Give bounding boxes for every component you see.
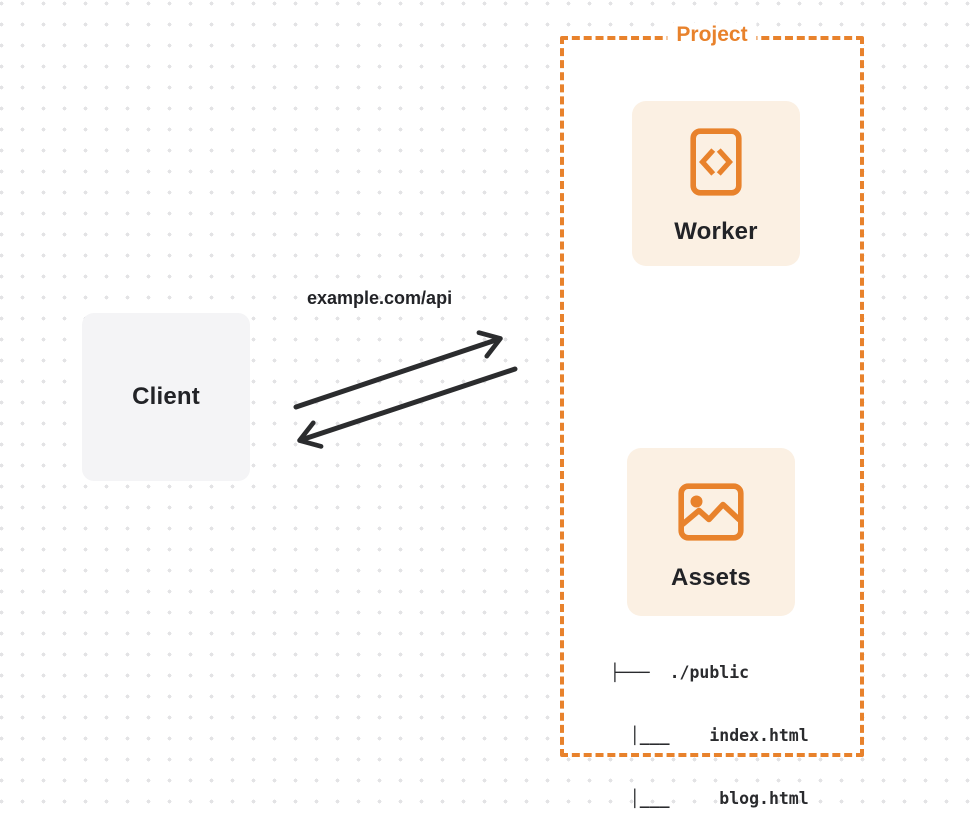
file-tree-item: │___ blog.html <box>610 789 809 808</box>
image-icon <box>678 482 744 542</box>
response-arrow <box>297 366 518 449</box>
project-boundary: Project Worker Assets <box>560 23 864 808</box>
worker-node: Worker <box>632 101 800 266</box>
worker-label: Worker <box>674 218 758 245</box>
code-document-icon <box>690 128 742 196</box>
file-tree-item: │___ index.html <box>610 726 809 745</box>
request-arrow <box>293 330 503 410</box>
client-node: Client <box>82 313 250 481</box>
file-tree: ├─── ./public │___ index.html │___ blog.… <box>610 620 809 818</box>
assets-label: Assets <box>671 564 751 591</box>
project-title: Project <box>667 23 757 47</box>
file-tree-root: ├─── ./public <box>610 663 750 682</box>
client-label: Client <box>132 383 200 410</box>
assets-node: Assets <box>627 448 795 616</box>
request-url-label: example.com/api <box>307 288 453 308</box>
